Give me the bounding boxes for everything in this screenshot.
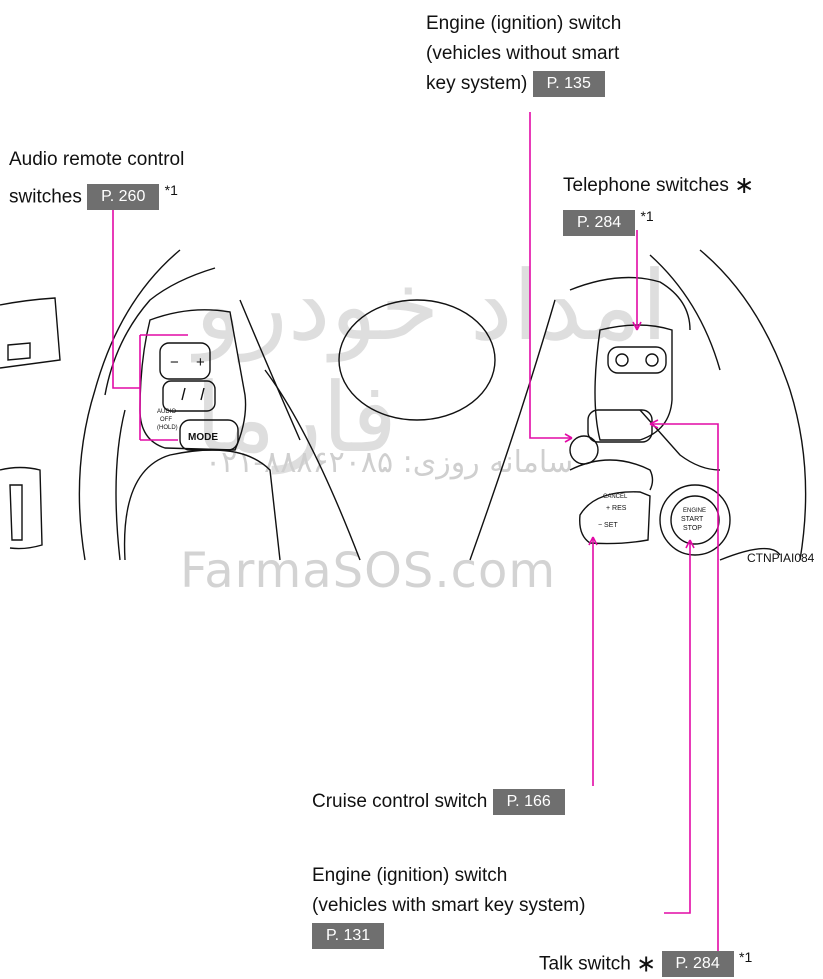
- airbag-emblem: [338, 299, 496, 421]
- start-text: START: [681, 516, 704, 523]
- audio-leader-line: [112, 208, 140, 389]
- talk-star: ∗: [636, 950, 657, 978]
- talk-line1: Talk switch: [539, 953, 631, 975]
- engine-start-button: [670, 495, 720, 545]
- audio-hold-text: (HOLD): [157, 425, 178, 431]
- wheel-rim-left-outer: [78, 249, 181, 561]
- vol-plus-text: +: [196, 354, 205, 371]
- watermark-phone: ۰۲۱-۸۸۸۶۲۰۸۵ :سامانه روزی: [205, 445, 574, 480]
- audio-footnote: *1: [164, 182, 178, 198]
- volume-rocker: [159, 342, 211, 380]
- telephone-footnote: *1: [640, 208, 654, 225]
- engine-key-line2: (vehicles with smart key system): [312, 895, 586, 916]
- wheel-spoke-left-top: [104, 267, 216, 396]
- engine-no-key-page-ref[interactable]: P. 135: [532, 70, 605, 97]
- cancel-text: CANCEL: [603, 494, 628, 500]
- wheel-spoke-left-edge: [239, 299, 301, 441]
- telephone-line1-row: Telephone switches ∗: [563, 171, 754, 201]
- wheel-rim-right-inner: [649, 254, 721, 371]
- column-right-line: [469, 299, 556, 561]
- label-audio-remote: Audio remote control switches P. 260 *1: [9, 145, 184, 212]
- wheel-rim-left-inner: [115, 409, 126, 561]
- talk-leader: [650, 423, 719, 952]
- watermark-site: FarmaSOS.com: [180, 543, 557, 599]
- left-vent-outline: [0, 297, 61, 369]
- telephone-star: ∗: [734, 172, 755, 199]
- left-dash-panel: [0, 466, 43, 550]
- telephone-line1: Telephone switches: [563, 175, 729, 197]
- audio-line2-row: switches P. 260 *1: [9, 175, 184, 212]
- label-engine-key: Engine (ignition) switch (vehicles with …: [312, 861, 585, 951]
- engine-no-key-line3: key system): [426, 73, 528, 94]
- left-lower-spoke: [123, 449, 281, 561]
- engine-no-key-line2: (vehicles without smart: [426, 43, 620, 64]
- telephone-page-ref[interactable]: P. 284: [563, 210, 636, 237]
- engine-key-line3-row: P. 131: [312, 921, 585, 951]
- engine-text: ENGINE: [683, 508, 706, 514]
- audio-line2: switches: [9, 186, 82, 208]
- left-switch-bezel: [139, 309, 247, 451]
- column-ring: [569, 435, 599, 465]
- left-dash-slot: [9, 484, 23, 541]
- cruise-page-ref[interactable]: P. 166: [492, 788, 565, 815]
- seek-rocker: [162, 380, 216, 412]
- label-engine-no-key: Engine (ignition) switch (vehicles witho…: [426, 9, 621, 99]
- audio-line1: Audio remote control: [9, 149, 185, 170]
- label-talk: Talk switch ∗ P. 284 *1: [539, 942, 752, 979]
- engine-start-bezel: [659, 484, 731, 556]
- engine-key-line1: Engine (ignition) switch: [312, 865, 508, 886]
- figure-code: CTNPIAI084: [747, 551, 815, 565]
- telephone-switch-pair: [607, 346, 667, 374]
- cruise-control-lever: [579, 491, 651, 545]
- left-vent-slot: [7, 342, 31, 361]
- audio-bracket: [139, 334, 188, 441]
- right-lower-spoke: [639, 409, 721, 471]
- engine-key-page-ref[interactable]: P. 131: [312, 922, 385, 949]
- audio-side-text: AUDIO: [157, 409, 176, 415]
- talk-footnote: *1: [739, 949, 753, 965]
- cruise-line1: Cruise control switch: [312, 791, 488, 812]
- wheel-spoke-right-top: [569, 276, 691, 331]
- audio-page-ref[interactable]: P. 260: [87, 184, 160, 211]
- column-left-line: [264, 369, 361, 561]
- engine-no-key-line3-row: key system) P. 135: [426, 69, 621, 99]
- label-telephone: Telephone switches ∗ P. 284 *1: [563, 171, 754, 238]
- engine-key-leader: [664, 540, 691, 914]
- label-cruise: Cruise control switch P. 166: [312, 787, 565, 817]
- vol-minus-text: −: [170, 354, 179, 371]
- talk-switch-shape: [587, 409, 653, 443]
- res-text: + RES: [606, 505, 627, 512]
- wheel-rim-right-outer: [699, 249, 807, 561]
- talk-page-ref[interactable]: P. 284: [661, 951, 734, 978]
- mode-text: MODE: [188, 432, 218, 443]
- set-text: − SET: [598, 522, 618, 529]
- stop-text: STOP: [683, 525, 702, 532]
- right-switch-bezel: [594, 324, 673, 441]
- audio-off-text: OFF: [160, 417, 172, 423]
- engine-no-key-leader: [529, 112, 572, 439]
- telephone-line2-row: P. 284 *1: [563, 201, 754, 238]
- engine-no-key-line1: Engine (ignition) switch: [426, 13, 622, 34]
